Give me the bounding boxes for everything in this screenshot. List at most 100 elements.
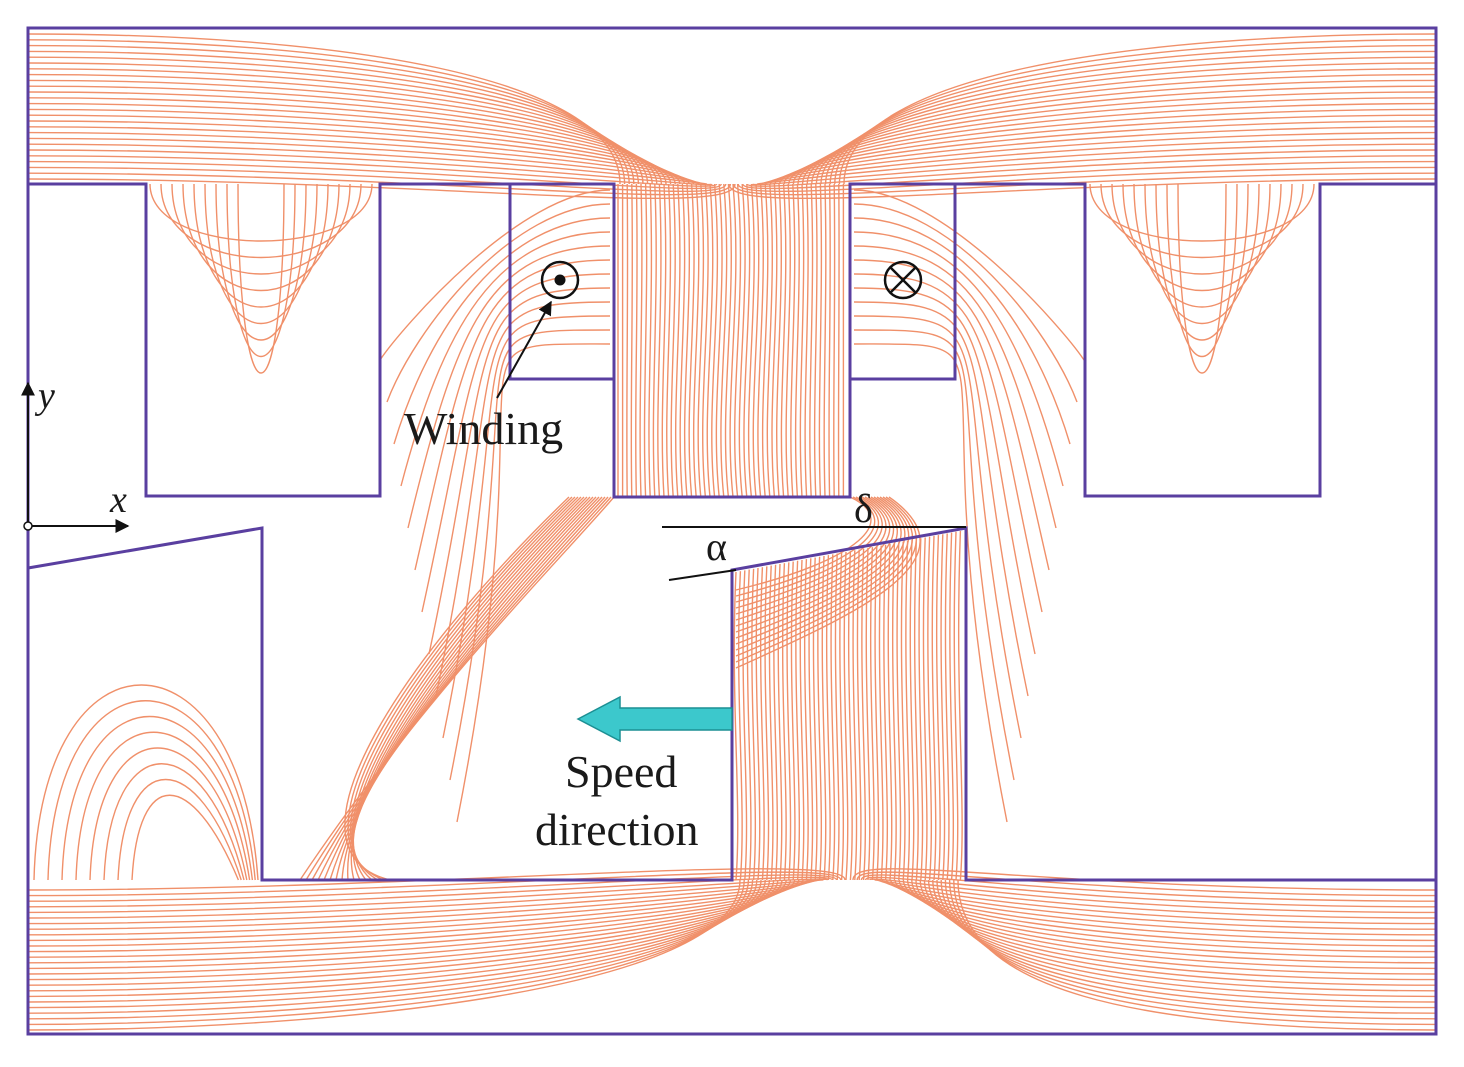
flux-line-206 (874, 546, 880, 881)
stator-outline (28, 182, 1436, 499)
flux-line-181 (764, 566, 770, 881)
flux-line-200 (847, 551, 853, 881)
flux-line-184 (777, 563, 783, 881)
flux-line-163 (735, 496, 883, 609)
axes (21, 381, 130, 533)
flux-line-122 (386, 203, 611, 403)
flux-line-284 (117, 779, 242, 881)
delta-label: δ (854, 486, 873, 531)
flux-line-69 (692, 183, 700, 498)
flux-line-96 (818, 183, 823, 498)
flux-line-212 (900, 541, 906, 881)
flux-line-135 (853, 287, 1036, 655)
flux-line-128 (407, 245, 611, 529)
flux-line-114 (215, 183, 307, 341)
flux-line-185 (781, 563, 787, 881)
flux-line-273 (860, 874, 1436, 902)
flux-line-57 (639, 183, 643, 498)
flux-line-262 (28, 879, 817, 930)
flux-line-54 (626, 183, 629, 498)
flux-line-111 (1133, 183, 1271, 308)
flux-line-7 (829, 50, 1436, 185)
flux-line-60 (652, 183, 657, 498)
flux-line-178 (751, 568, 757, 881)
flux-line-63 (666, 183, 672, 498)
flux-line-160 (735, 496, 872, 591)
flux-line-58 (643, 183, 648, 498)
flux-line-179 (755, 567, 761, 881)
flux-line-123 (853, 203, 1078, 403)
flux-line-177 (746, 569, 752, 881)
flux-line-35 (765, 131, 1436, 185)
flux-line-120 (379, 189, 611, 361)
flux-line-156 (351, 496, 579, 881)
flux-line-224 (953, 531, 959, 881)
flux-line-196 (830, 554, 836, 881)
flux-line-131 (853, 259, 1050, 571)
flux-line-280 (61, 716, 254, 881)
flux-line-171 (735, 496, 914, 657)
flux-line-266 (28, 879, 825, 919)
axis-y-label: y (34, 375, 55, 417)
flux-line-256 (28, 879, 804, 947)
flux-line-281 (75, 731, 251, 881)
flux-line-127 (853, 231, 1064, 487)
flux-line-73 (711, 183, 719, 498)
flux-line-27 (783, 108, 1436, 185)
flux-line-176 (742, 570, 748, 881)
flux-line-94 (809, 183, 814, 498)
flux-line-32 (28, 126, 695, 185)
flux-line-213 (905, 540, 911, 881)
flux-line-194 (821, 555, 827, 881)
flux-line-216 (918, 538, 924, 881)
flux-line-125 (853, 217, 1071, 445)
flux-line-143 (853, 343, 1008, 823)
flux-line-222 (944, 533, 950, 881)
flux-line-223 (949, 532, 955, 881)
flux-line-26 (28, 108, 681, 185)
flux-line-98 (828, 183, 831, 498)
flux-line-115 (1155, 183, 1249, 341)
flux-line-113 (1144, 183, 1260, 324)
flux-line-79 (738, 183, 746, 498)
flux-line-41 (751, 149, 1436, 186)
flux-line-235 (940, 879, 1436, 1009)
flux-line-172 (735, 496, 917, 663)
flux-line-277 (852, 868, 1436, 891)
flux-line-110 (193, 183, 329, 308)
flux-line-282 (89, 747, 248, 881)
flux-line-84 (761, 183, 769, 498)
flux-line-174 (733, 571, 739, 881)
flux-line-267 (873, 879, 1436, 919)
flux-line-175 (737, 571, 743, 881)
axis-x-label: x (109, 479, 127, 521)
flux-line-91 (794, 183, 800, 498)
flux-line-82 (752, 183, 760, 498)
flux-line-264 (28, 879, 821, 925)
winding-coil-right (850, 184, 957, 381)
flux-line-215 (913, 539, 919, 881)
flux-line-197 (834, 553, 840, 881)
flux-line-93 (804, 183, 809, 498)
flux-line-137 (853, 301, 1029, 697)
flux-line-248 (28, 879, 787, 970)
alpha-label: α (706, 524, 727, 569)
flux-line-269 (869, 878, 1436, 914)
flux-line-34 (28, 131, 699, 185)
flux-line-252 (28, 879, 796, 958)
flux-line-90 (790, 183, 796, 498)
flux-line-62 (661, 183, 667, 498)
flux-line-220 (935, 535, 941, 881)
flux-line-217 (922, 537, 928, 881)
flux-line-67 (683, 183, 691, 498)
flux-line-44 (28, 160, 722, 190)
flux-line-198 (839, 552, 845, 881)
flux-line-166 (735, 496, 895, 627)
flux-line-190 (803, 559, 809, 881)
flux-line-139 (853, 315, 1022, 739)
flux-line-141 (853, 329, 1015, 781)
flux-line-106 (171, 183, 351, 275)
flux-line-121 (853, 189, 1085, 361)
flux-line-56 (634, 183, 638, 498)
